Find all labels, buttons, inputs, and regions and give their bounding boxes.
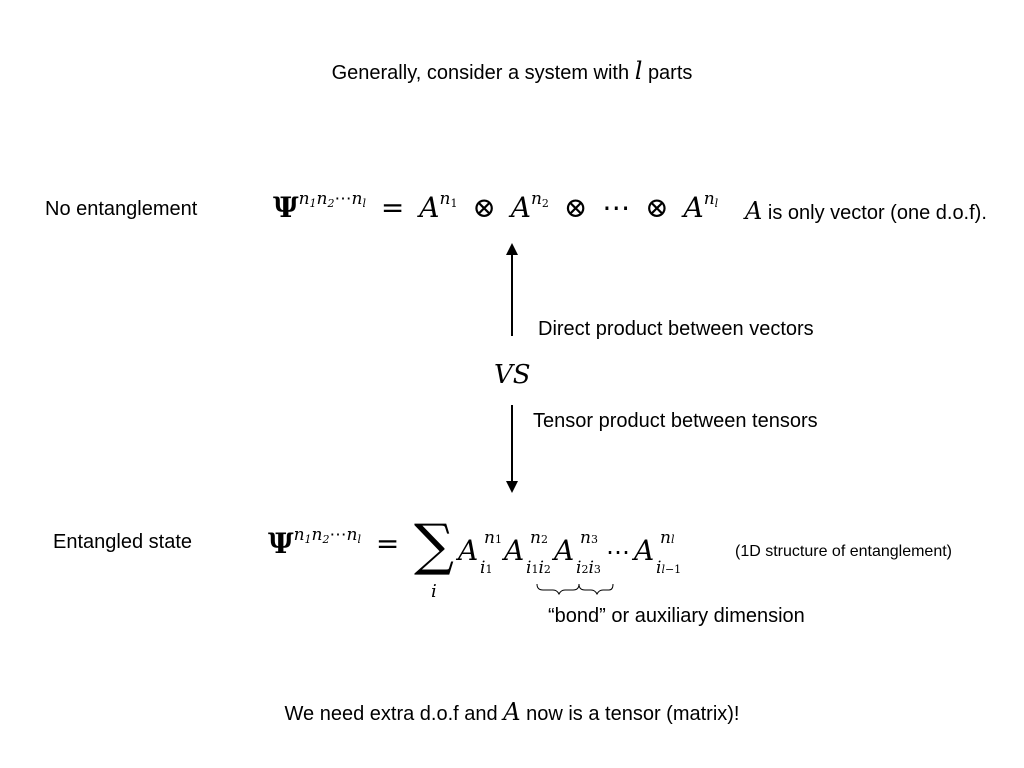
up-arrow-line xyxy=(511,253,513,336)
entangled-label: Entangled state xyxy=(53,531,192,553)
footer-suffix: now is a tensor (matrix)! xyxy=(526,703,740,725)
direct-product-label: Direct product between vectors xyxy=(538,318,814,340)
down-arrow-head xyxy=(506,481,518,493)
sum-symbol: ∑ xyxy=(414,513,454,578)
down-arrow-line xyxy=(511,405,513,483)
psi-symbol: Ψ xyxy=(273,191,299,224)
no-entanglement-label: No entanglement xyxy=(45,198,198,220)
tensor-product-label: Tensor product between tensors xyxy=(533,410,818,432)
tensor-a: A xyxy=(419,191,440,224)
title-var: l xyxy=(634,57,643,85)
footer-var: A xyxy=(503,698,521,726)
footer-prefix: We need extra d.o.f and xyxy=(284,703,498,725)
title-prefix: Generally, consider a system with xyxy=(331,62,630,84)
otimes-symbol: ⊗ xyxy=(472,191,496,224)
bond-underbraces xyxy=(536,583,614,596)
tensor-chain: A n1 i1 A n2 i1i2 A n3 i2i3 ⋯ A nl il−1 xyxy=(458,528,682,578)
title-suffix: parts xyxy=(647,62,693,84)
bond-dimension-label: “bond” or auxiliary dimension xyxy=(548,605,805,627)
note-text: is only vector (one d.o.f). xyxy=(767,202,987,224)
page-title: Generally, consider a system with l part… xyxy=(0,57,1024,85)
entanglement-note: (1D structure of entanglement) xyxy=(735,543,952,560)
vs-label: VS xyxy=(494,360,531,390)
note-var: A xyxy=(745,197,763,225)
footer-text: We need extra d.o.f and A now is a tenso… xyxy=(0,698,1024,726)
ellipsis: ⋯ xyxy=(602,191,631,224)
up-arrow-head xyxy=(506,243,518,255)
no-entanglement-equation: Ψn1n2⋯nl = An1 ⊗ An2 ⊗ ⋯ ⊗ Anl xyxy=(273,189,719,224)
no-entanglement-note: A is only vector (one d.o.f). xyxy=(745,197,987,225)
entangled-equation: Ψn1n2⋯nl = xyxy=(268,525,400,560)
sum-index: i xyxy=(431,581,437,602)
